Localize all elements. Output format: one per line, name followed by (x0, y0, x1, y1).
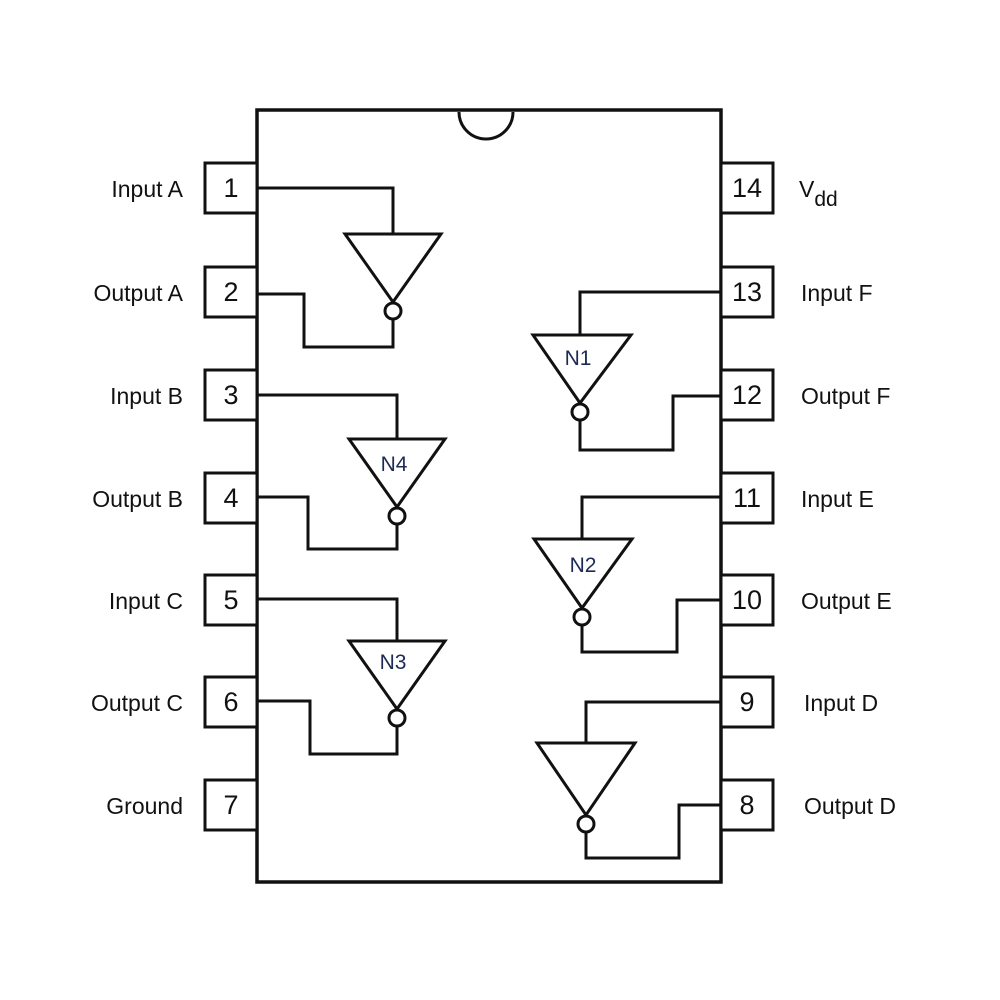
wire-output-b (257, 495, 399, 551)
pin-label-input-e: Input E (801, 486, 874, 512)
pin-box-10 (719, 573, 775, 627)
pin-label-ground: Ground (106, 793, 183, 819)
pin-number-4: 4 (223, 483, 238, 513)
gate-d-inverter (534, 741, 638, 818)
pin-number-12: 12 (732, 380, 762, 410)
gate-a-inverter (342, 232, 444, 305)
gate-e-bubble (572, 607, 592, 627)
pin-box-6 (203, 675, 259, 729)
gate-c-inverter (346, 639, 448, 712)
pin-label-input-a: Input A (111, 176, 183, 202)
pin-label-output-b: Output B (92, 486, 183, 512)
pin-box-5 (203, 573, 259, 627)
pin-label-input-c: Input C (109, 588, 183, 614)
wire-output-e (580, 598, 721, 654)
pin-number-3: 3 (223, 380, 238, 410)
wire-output-c (257, 699, 399, 756)
gate-e-inverter (531, 537, 635, 611)
pin-label-input-b: Input B (110, 383, 183, 409)
gate-e-label: N2 (570, 554, 597, 577)
pin-label-vdd: Vdd (799, 176, 838, 211)
wire-input-d (584, 700, 721, 743)
pin-box-2 (203, 265, 259, 319)
gate-c-bubble (387, 708, 407, 728)
pin-label-input-d: Input D (804, 690, 878, 716)
pin-number-10: 10 (732, 585, 762, 615)
pin-label-output-d: Output D (804, 793, 896, 819)
gate-f-label: N1 (565, 347, 592, 370)
wire-input-e (580, 495, 721, 539)
pin-label-vdd-sub: dd (814, 188, 837, 211)
pin-number-7: 7 (223, 790, 238, 820)
wire-output-f (578, 394, 721, 452)
gate-b-bubble (387, 506, 407, 526)
pin-number-5: 5 (223, 585, 238, 615)
gate-b-inverter (346, 437, 448, 510)
pin-number-14: 14 (732, 173, 762, 203)
pin-number-9: 9 (739, 687, 754, 717)
pin-box-3 (203, 368, 259, 422)
pin-box-12 (719, 368, 775, 422)
pin-box-14 (719, 161, 775, 215)
pin-box-4 (203, 471, 259, 525)
wire-input-a (257, 186, 395, 234)
pin-label-output-c: Output C (91, 690, 183, 716)
wire-input-b (257, 393, 399, 439)
pin-box-9 (719, 675, 775, 729)
gate-f-inverter (530, 333, 634, 406)
pin-number-11: 11 (733, 483, 761, 513)
gate-d-bubble (576, 814, 596, 834)
pin-label-output-e: Output E (801, 588, 892, 614)
pin-number-8: 8 (739, 790, 754, 820)
gate-f-bubble (570, 402, 590, 422)
wire-input-c (257, 597, 399, 641)
gate-c-label: N3 (380, 651, 407, 674)
pin-label-vdd-main: V (799, 176, 815, 202)
pin-number-13: 13 (732, 277, 762, 307)
gate-b-label: N4 (381, 453, 408, 476)
pin-number-6: 6 (223, 687, 238, 717)
pin-label-output-a: Output A (93, 280, 183, 306)
wire-output-a (257, 292, 395, 349)
pin-box-7 (203, 778, 259, 832)
orientation-notch (457, 111, 515, 141)
pin-box-1 (203, 161, 259, 215)
wire-input-f (578, 290, 721, 335)
wire-output-d (584, 803, 721, 860)
pin-box-8 (719, 778, 775, 832)
pin-label-output-f: Output F (801, 383, 890, 409)
gate-a-bubble (383, 301, 403, 321)
pin-label-input-f: Input F (801, 280, 873, 306)
pin-number-2: 2 (223, 277, 238, 307)
pin-number-1: 1 (223, 173, 238, 203)
